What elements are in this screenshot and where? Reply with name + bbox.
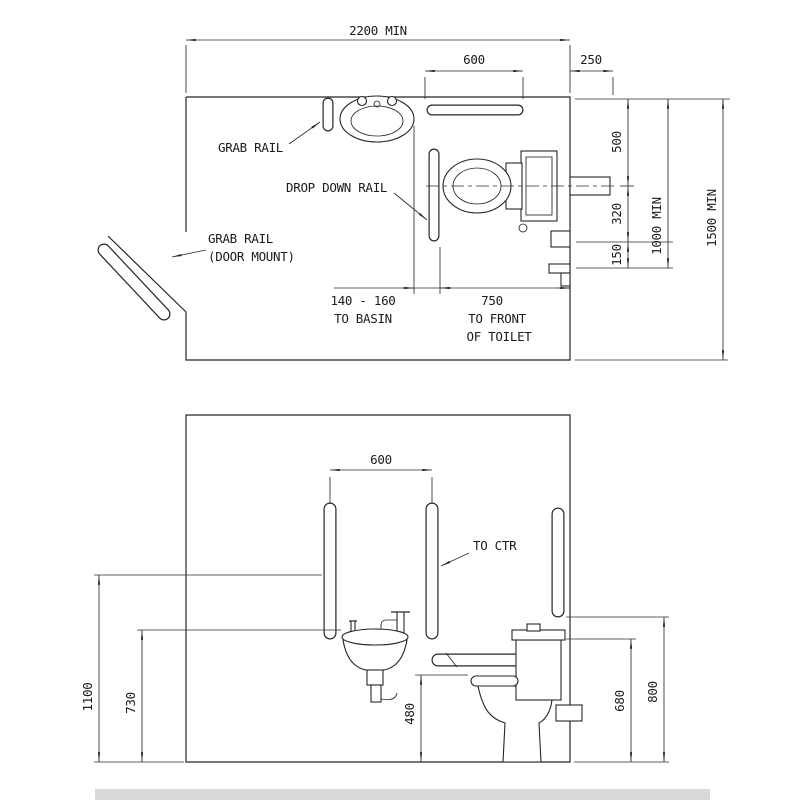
to-ctr-label: TO CTR bbox=[473, 538, 517, 553]
soil-pipe bbox=[555, 704, 583, 722]
door-rail-label-1: GRAB RAIL bbox=[208, 231, 273, 246]
roll-holder bbox=[550, 230, 571, 248]
door-leaf bbox=[107, 235, 187, 313]
door-grab-rail-plan bbox=[97, 243, 171, 321]
dim-duct-label: 250 bbox=[580, 52, 602, 67]
dim-1000-label: 1000 MIN bbox=[649, 197, 664, 255]
plan-view: 2200 MIN 600 250 500 320 150 1000 MIN 15… bbox=[97, 23, 730, 361]
elevation-labels: 600 TO CTR 1100 730 480 680 800 bbox=[80, 452, 660, 725]
dim-rail-length-label: 600 bbox=[463, 52, 485, 67]
dim-width-label: 2200 MIN bbox=[349, 23, 407, 38]
to-front-label: TO FRONT bbox=[468, 311, 527, 326]
elevation-view: 600 TO CTR 1100 730 480 680 800 bbox=[80, 414, 669, 763]
elevation-dimensions bbox=[94, 468, 669, 763]
tap-icon bbox=[386, 95, 398, 107]
cistern bbox=[515, 639, 562, 701]
flush-button bbox=[526, 623, 541, 632]
dim-800-label: 800 bbox=[645, 681, 660, 703]
dim-680-label: 680 bbox=[612, 690, 627, 712]
basin-elevation bbox=[341, 611, 410, 703]
plan-labels: 2200 MIN 600 250 500 320 150 1000 MIN 15… bbox=[208, 23, 719, 344]
plan-dimensions bbox=[185, 38, 730, 361]
dim-basin-gap-label: 140 - 160 bbox=[330, 293, 395, 308]
dim-750-label: 750 bbox=[481, 293, 503, 308]
basin-plan bbox=[339, 95, 415, 143]
toilet-elevation bbox=[470, 623, 583, 763]
toilet-plan bbox=[442, 150, 611, 233]
vertical-grab-rails bbox=[323, 502, 439, 640]
plan-room-outline bbox=[107, 96, 571, 361]
dim-150-label: 150 bbox=[609, 244, 624, 266]
dim-1500-label: 1500 MIN bbox=[704, 189, 719, 247]
dim-480-label: 480 bbox=[402, 703, 417, 725]
right-wall-fittings-plan bbox=[548, 230, 571, 287]
footer-bar bbox=[95, 789, 710, 800]
tap-icon bbox=[356, 95, 368, 107]
drop-down-rail-label: DROP DOWN RAIL bbox=[286, 180, 387, 195]
elevation-room-outline bbox=[185, 414, 571, 763]
toilet-seat bbox=[470, 675, 519, 687]
of-toilet-label: OF TOILET bbox=[466, 329, 532, 344]
dim-1100-label: 1100 bbox=[80, 683, 95, 712]
dim-320-label: 320 bbox=[609, 203, 624, 225]
door-rail-label-2: (DOOR MOUNT) bbox=[208, 249, 295, 264]
dim-500-label: 500 bbox=[609, 131, 624, 153]
grab-rail-label: GRAB RAIL bbox=[218, 140, 283, 155]
dim-730-label: 730 bbox=[123, 692, 138, 714]
dim-rail-spacing-label: 600 bbox=[370, 452, 392, 467]
plan-leaders bbox=[171, 121, 428, 258]
to-basin-label: TO BASIN bbox=[334, 311, 392, 326]
